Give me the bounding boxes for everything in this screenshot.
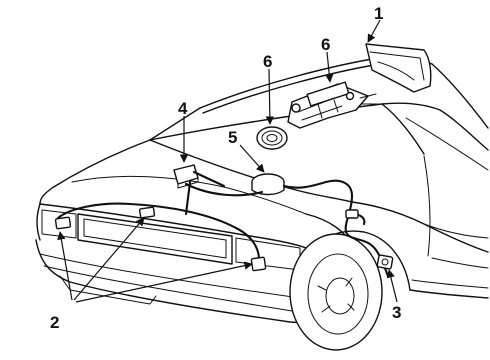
safing-sensor: [251, 173, 285, 196]
passenger-airbag-module: [365, 43, 432, 93]
front-impact-sensor-right: [250, 256, 267, 272]
callout-6-wheel: 6: [263, 52, 272, 71]
front-impact-sensor-center: [139, 206, 156, 219]
callout-1: 1: [374, 4, 383, 23]
side-impact-sensor: [376, 254, 394, 270]
front-impact-sensor-left: [54, 216, 72, 230]
callout-3: 3: [392, 303, 401, 322]
callout-5: 5: [228, 128, 237, 147]
harness-connector: [345, 209, 359, 219]
leader-lines: [57, 19, 398, 303]
front-wheel: [289, 233, 383, 351]
callout-2: 2: [50, 313, 59, 332]
steering-column-assembly: [287, 81, 379, 129]
driver-airbag-module: [256, 126, 288, 150]
callout-6-column: 6: [321, 35, 330, 54]
callout-4: 4: [178, 99, 188, 118]
